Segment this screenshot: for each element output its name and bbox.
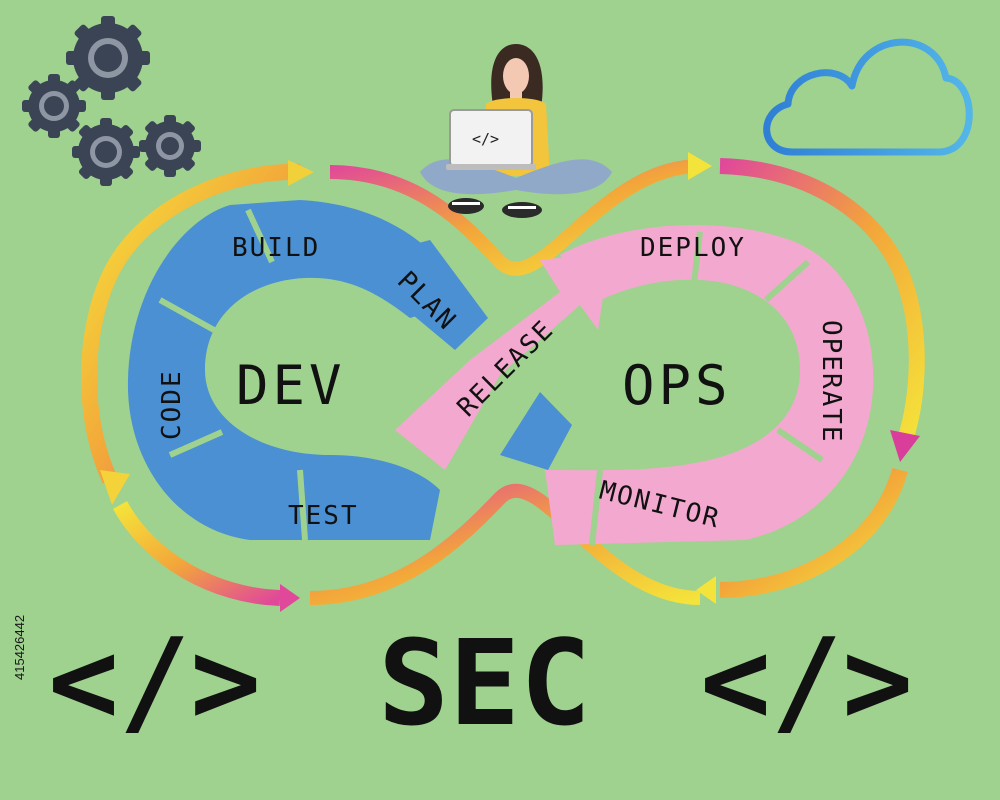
gear-icon xyxy=(22,74,86,138)
laptop-icon: </> xyxy=(446,109,536,170)
ops-loop xyxy=(395,224,874,546)
stage-label-code: CODE xyxy=(157,369,187,440)
sec-banner: </> SEC </> xyxy=(48,612,913,752)
stage-label-build: BUILD xyxy=(232,233,320,263)
banner-word-sec: SEC xyxy=(378,614,591,752)
laptop-code: </> xyxy=(472,130,499,148)
stage-label-operate: OPERATE xyxy=(816,320,846,444)
banner-close-tag: </> xyxy=(700,612,913,750)
stage-label-test: TEST xyxy=(288,501,359,531)
gear-icon xyxy=(72,118,140,186)
dev-loop xyxy=(127,200,572,541)
developer-illustration: </> xyxy=(420,44,612,218)
ops-title: OPS xyxy=(622,354,732,417)
gear-icon xyxy=(66,16,150,100)
gears-group xyxy=(22,16,201,186)
side-id-text: 415426442 xyxy=(12,615,27,680)
infinity-loop xyxy=(81,152,925,612)
dev-title: DEV xyxy=(236,354,346,417)
gear-icon xyxy=(139,115,201,177)
cloud-icon xyxy=(763,38,973,156)
banner-open-tag: </> xyxy=(48,612,261,750)
stage-label-deploy: DEPLOY xyxy=(640,233,746,263)
